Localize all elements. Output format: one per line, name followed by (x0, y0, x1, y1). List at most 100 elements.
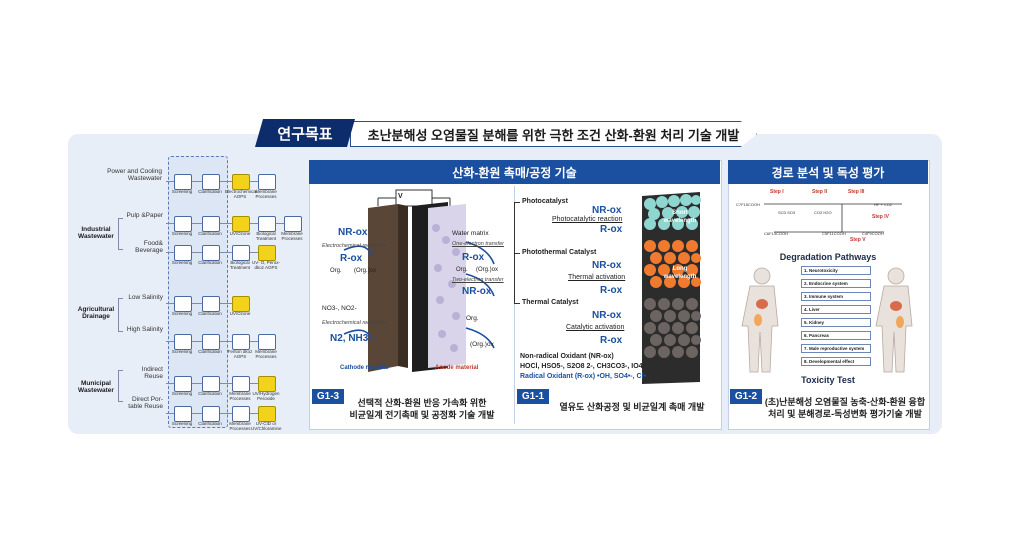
process-6-0-caption: Membrane Processes (229, 421, 251, 431)
cathode-nr-ox: NR-ox (338, 227, 368, 238)
toxicity-item: 6. Pancreas (801, 331, 871, 340)
toxicity-item: 1. Neurotoxicity (801, 266, 871, 275)
screening-node (174, 216, 192, 232)
electrode-illustration (343, 189, 495, 372)
screening-node (174, 296, 192, 312)
anode-material-label: Anode material (435, 365, 479, 371)
thermal-r-ox: R-ox (600, 335, 623, 346)
cathode-org-ox: (Org.)ox (354, 268, 377, 274)
process-0-0-node (232, 174, 250, 190)
process-4-0-caption: Fenton dkoz AOPS (227, 349, 253, 359)
one-electron-label: One-electron transfer (452, 241, 504, 247)
short-wavelength-label: Short wavelength (663, 210, 697, 224)
svg-text:HF + CO2: HF + CO2 (874, 202, 893, 207)
bracket-municipal (118, 370, 123, 402)
nitrate-label: NO3-, NO2- (322, 305, 357, 312)
anode-r-ox: R-ox (462, 252, 485, 263)
screening-caption: Screening (171, 260, 193, 265)
two-electron-label: Two-electron transfer (452, 277, 504, 283)
anode-nr-ox: NR-ox (462, 286, 492, 297)
source-high-salinity: High Salinity (126, 326, 163, 333)
long-wavelength-label: Long wavelength (663, 266, 697, 280)
thermal-catalyst-label: Thermal Catalyst (522, 299, 579, 306)
toxicity-item: 5. Kidney (801, 318, 871, 327)
toxicity-body-illustration (741, 267, 913, 373)
process-1-0-node (232, 216, 250, 232)
g1-2-badge: G1-2 (730, 389, 762, 404)
non-radical-species: HOCl, HSO5-, S2O8 2-, CH3CO3-, IO4- (520, 363, 645, 370)
photothermal-r-ox: R-ox (600, 285, 623, 296)
group-municipal: Municipal Wastewater (78, 380, 114, 395)
svg-text:C7F15COOH: C7F15COOH (736, 202, 760, 207)
toxicity-item: 3. Immune system (801, 292, 871, 301)
arrow-thermal (514, 303, 520, 304)
process-0-1-node (258, 174, 276, 190)
process-1-1-node (258, 216, 276, 232)
process-5-1-caption: UV/Hydrogen Peroxide (252, 391, 280, 401)
clarification-node (202, 296, 220, 312)
toxicity-item: 8. Developmental effect (801, 357, 871, 366)
clarification-caption: Clarification (198, 231, 222, 236)
clarification-node (202, 406, 220, 422)
process-3-0-caption: UV/Ozone (229, 311, 251, 316)
clarification-caption: Clarification (198, 421, 222, 426)
non-radical-title: Non-radical Oxidant (NR-ox) (520, 353, 614, 360)
clarification-caption: Clarification (198, 311, 222, 316)
process-6-1-caption: UV-CID or UV/Chloramine (251, 421, 282, 431)
catalyst-panel-title: 산화-환원 촉매/공정 기술 (309, 160, 720, 184)
step-5: Step V (850, 237, 866, 243)
process-2-0-caption: Biological Treatment (229, 260, 251, 270)
cathode-material-label: Cathode material (340, 365, 389, 371)
process-1-1-caption: Biological Treatment (255, 231, 277, 241)
clarification-node (202, 216, 220, 232)
source-power-cooling: Power and Cooling Wastewater (107, 168, 162, 183)
process-4-1-caption: Membrane Processes (255, 349, 277, 359)
photocatalyst-label: Photocatalyst (522, 198, 568, 205)
radical-title: Radical Oxidant (R-ox) •OH, SO4•-, Cl• (520, 373, 646, 380)
voltage-label: V (398, 193, 403, 200)
screening-caption: Screening (171, 189, 193, 194)
g1-2-desc-line2: 처리 및 분해경로-독성변화 평가기술 개발 (768, 409, 922, 419)
research-goal-tag: 연구목표 (255, 119, 355, 147)
process-2-1-caption: UV- O, Perox-dkoz AOPS (251, 260, 280, 270)
process-3-0-node (232, 296, 250, 312)
process-4-0-node (232, 334, 250, 350)
bracket-industrial (118, 218, 123, 250)
anode-org-ox-2: (Org.)ox (470, 341, 494, 348)
svg-text:C4F9COOH: C4F9COOH (862, 231, 884, 236)
process-2-0-node (232, 245, 250, 261)
g1-3-desc-line2: 비균일계 전기촉매 및 공정화 기술 개발 (349, 410, 495, 420)
nitrogen-products: N2, NH3 (330, 333, 369, 344)
screening-node (174, 334, 192, 350)
process-0-1-caption: Membrane Processes (255, 189, 277, 199)
process-2-1-node (258, 245, 276, 261)
process-6-1-node (258, 406, 276, 422)
group-industrial: Industrial Wastewater (78, 226, 114, 241)
flow-line (166, 303, 232, 304)
flow-line (166, 223, 284, 224)
process-5-0-caption: Membrane Processes (229, 391, 251, 401)
source-pulp-paper: Pulp &Paper (126, 212, 164, 219)
clarification-node (202, 174, 220, 190)
step-4: Step IV (872, 214, 889, 220)
process-5-0-node (232, 376, 250, 392)
process-4-1-node (258, 334, 276, 350)
clarification-node (202, 376, 220, 392)
screening-node (174, 174, 192, 190)
process-6-0-node (232, 406, 250, 422)
photothermal-nr-ox: NR-ox (592, 260, 622, 271)
clarification-caption: Clarification (198, 260, 222, 265)
screening-caption: Screening (171, 349, 193, 354)
screening-caption: Screening (171, 421, 193, 426)
anode-org-2: Org. (466, 315, 479, 322)
process-5-1-node (258, 376, 276, 392)
degradation-pathway-diagram: C7F15COOH SO3 SO3 CO2 H2O HF + CO2 C6F13… (734, 188, 924, 244)
degradation-pathways-caption: Degradation Pathways (779, 252, 877, 262)
screening-node (174, 245, 192, 261)
g1-1-desc: 열유도 산화공정 및 비균일계 촉매 개발 (559, 402, 705, 412)
source-indirect-reuse: Indirect Reuse (141, 366, 163, 381)
anode-org: Org. (456, 267, 468, 273)
arrow-photo (514, 202, 520, 203)
photothermal-label: Photothermal Catalyst (522, 249, 597, 256)
arrow-photothermal (514, 253, 520, 254)
